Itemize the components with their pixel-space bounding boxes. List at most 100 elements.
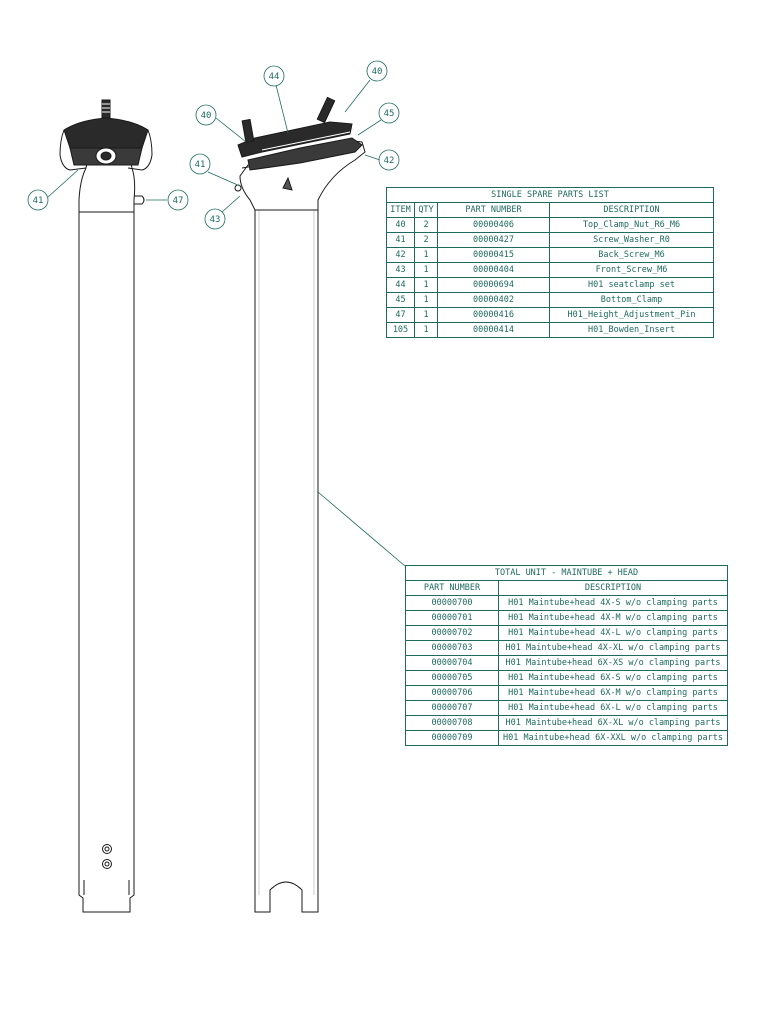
table-cell: 41 [386,232,415,248]
balloon-44: 44 [263,65,285,87]
table-cell: H01 Maintube+head 6X-L w/o clamping part… [497,700,729,716]
leader-lines [47,79,406,567]
table-cell: 00000402 [437,292,550,308]
balloon-47: 47 [167,189,189,211]
spare-parts-table: SINGLE SPARE PARTS LIST ITEM QTY PART NU… [385,187,715,338]
svg-text:40: 40 [372,67,383,77]
table-cell: 00000427 [437,232,550,248]
col-header: QTY [414,202,438,218]
table-cell: 47 [386,307,415,323]
table-cell: 1 [414,247,438,263]
table-cell: 1 [414,322,438,338]
table-cell: H01 Maintube+head 6X-S w/o clamping part… [497,670,729,686]
balloon-41-right: 41 [189,153,211,175]
svg-text:44: 44 [269,72,280,82]
table-cell: H01 Maintube+head 4X-XL w/o clamping par… [497,640,729,656]
table-cell: 45 [386,292,415,308]
table-cell: Bottom_Clamp [548,292,715,308]
table-cell: 40 [386,217,415,233]
table-cell: Front_Screw_M6 [548,262,715,278]
table-cell: H01 Maintube+head 4X-S w/o clamping part… [497,595,729,611]
table-cell: 44 [386,277,415,293]
table-cell: 00000702 [405,625,499,641]
table-cell: 00000706 [405,685,499,701]
table-cell: H01 Maintube+head 6X-M w/o clamping part… [497,685,729,701]
table-cell: 2 [414,217,438,233]
balloon-41-left: 41 [27,189,49,211]
table-cell: 00000703 [405,640,499,656]
col-header: DESCRIPTION [497,580,729,596]
table-cell: 00000694 [437,277,550,293]
table-cell: 00000701 [405,610,499,626]
table-cell: 00000709 [405,730,499,746]
table-cell: 00000414 [437,322,550,338]
table-cell: 00000705 [405,670,499,686]
table-cell: 00000704 [405,655,499,671]
table-cell: H01 Maintube+head 4X-M w/o clamping part… [497,610,729,626]
table-cell: 43 [386,262,415,278]
col-header: PART NUMBER [405,580,499,596]
svg-text:42: 42 [384,156,395,166]
table-cell: 1 [414,277,438,293]
table-cell: 105 [386,322,415,338]
table-cell: 00000700 [405,595,499,611]
balloon-42: 42 [378,149,400,171]
table-cell: Top_Clamp_Nut_R6_M6 [548,217,715,233]
table-cell: 00000404 [437,262,550,278]
table-cell: H01 Maintube+head 6X-XL w/o clamping par… [497,715,729,731]
table-cell: 1 [414,307,438,323]
svg-text:41: 41 [33,196,44,206]
total-unit-header-row: PART NUMBER DESCRIPTION [405,580,729,596]
table-cell: Back_Screw_M6 [548,247,715,263]
svg-text:47: 47 [173,196,184,206]
table-cell: 1 [414,262,438,278]
table-cell: 1 [414,292,438,308]
table-cell: H01_Bowden_Insert [548,322,715,338]
table-cell: 00000707 [405,700,499,716]
table-cell: H01 Maintube+head 4X-L w/o clamping part… [497,625,729,641]
svg-text:40: 40 [201,111,212,121]
table-cell: H01 Maintube+head 6X-XS w/o clamping par… [497,655,729,671]
balloon-43: 43 [204,208,226,230]
col-header: ITEM [386,202,415,218]
balloon-45: 45 [378,102,400,124]
table-cell: H01 Maintube+head 6X-XXL w/o clamping pa… [497,730,729,746]
spare-parts-header-row: ITEM QTY PART NUMBER DESCRIPTION [386,202,715,218]
table-cell: 00000416 [437,307,550,323]
svg-text:43: 43 [210,215,221,225]
side-view-seatpost [234,96,366,913]
total-unit-table: TOTAL UNIT - MAINTUBE + HEAD PART NUMBER… [404,565,729,746]
total-unit-title: TOTAL UNIT - MAINTUBE + HEAD [404,565,729,581]
spare-parts-title: SINGLE SPARE PARTS LIST [385,187,715,203]
table-cell: 00000406 [437,217,550,233]
balloon-40-left: 40 [195,104,217,126]
svg-text:45: 45 [384,109,395,119]
balloon-40-right: 40 [366,60,388,82]
col-header: DESCRIPTION [548,202,715,218]
table-cell: Screw_Washer_R0 [548,232,715,248]
col-header: PART NUMBER [437,202,550,218]
table-cell: H01_Height_Adjustment_Pin [548,307,715,323]
front-view-seatpost [59,99,153,913]
table-cell: 42 [386,247,415,263]
table-cell: H01 seatclamp set [548,277,715,293]
